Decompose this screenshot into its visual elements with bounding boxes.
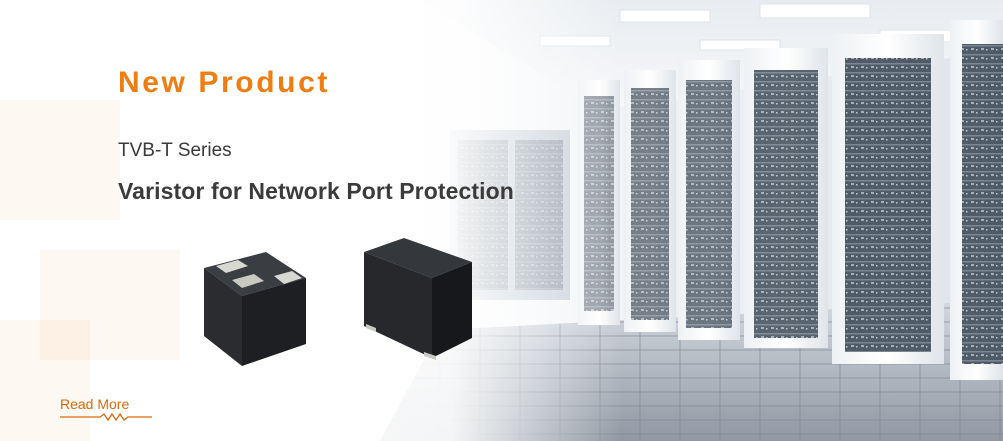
banner-title: New Product: [118, 66, 330, 99]
decorative-tile: [0, 100, 120, 220]
decorative-tile: [40, 250, 180, 360]
decorative-tile: [0, 320, 90, 441]
read-more-label: Read More: [60, 396, 130, 412]
resistor-zigzag-icon: [60, 413, 152, 421]
product-image-varistor-side: [364, 238, 472, 360]
product-image-varistor-top: [204, 252, 306, 366]
product-series: TVB-T Series: [118, 140, 232, 161]
read-more-link[interactable]: Read More: [60, 396, 152, 421]
product-subtitle: Varistor for Network Port Protection: [118, 178, 514, 204]
